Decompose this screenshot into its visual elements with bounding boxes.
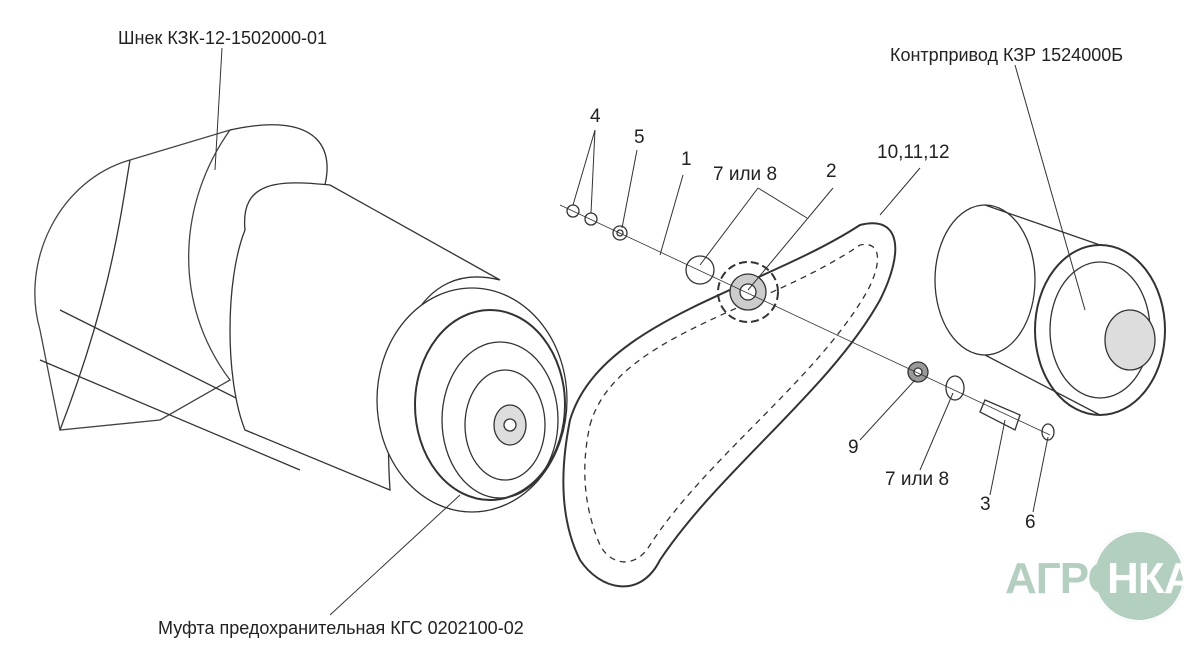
small-parts (559, 204, 1055, 441)
sprocket-drawing (685, 255, 779, 323)
callout-4: 4 (590, 106, 601, 127)
callout-1: 1 (681, 149, 692, 170)
leader-lines (214, 47, 1086, 616)
drive-chain-drawing (562, 222, 897, 588)
logo-text-left: АГРО (1005, 554, 1122, 603)
callout-10-11-12: 10,11,12 (877, 142, 950, 163)
auger-label: Шнек КЗК-12-1502000-01 (118, 28, 328, 48)
logo-circle (1093, 530, 1185, 622)
callout-9: 9 (848, 437, 859, 458)
callout-3: 3 (980, 494, 991, 515)
callout-6: 6 (1025, 512, 1036, 533)
countershaft-label: Контрпривод КЗР 1524000Б (890, 45, 1124, 65)
agronka-logo: АГРО НКА (1005, 530, 1195, 625)
logo-text-right: НКА (1107, 554, 1195, 603)
countershaft-drawing (934, 204, 1166, 416)
callout-2: 2 (826, 161, 837, 182)
callout-5: 5 (634, 127, 645, 148)
clutch-label: Муфта предохранительная КГС 0202100-02 (158, 618, 524, 638)
auger-drawing (34, 124, 568, 513)
safety-clutch-drawing (414, 309, 566, 501)
callout-7-or-8-top: 7 или 8 (713, 164, 778, 185)
callout-7-or-8-bottom: 7 или 8 (885, 469, 950, 490)
